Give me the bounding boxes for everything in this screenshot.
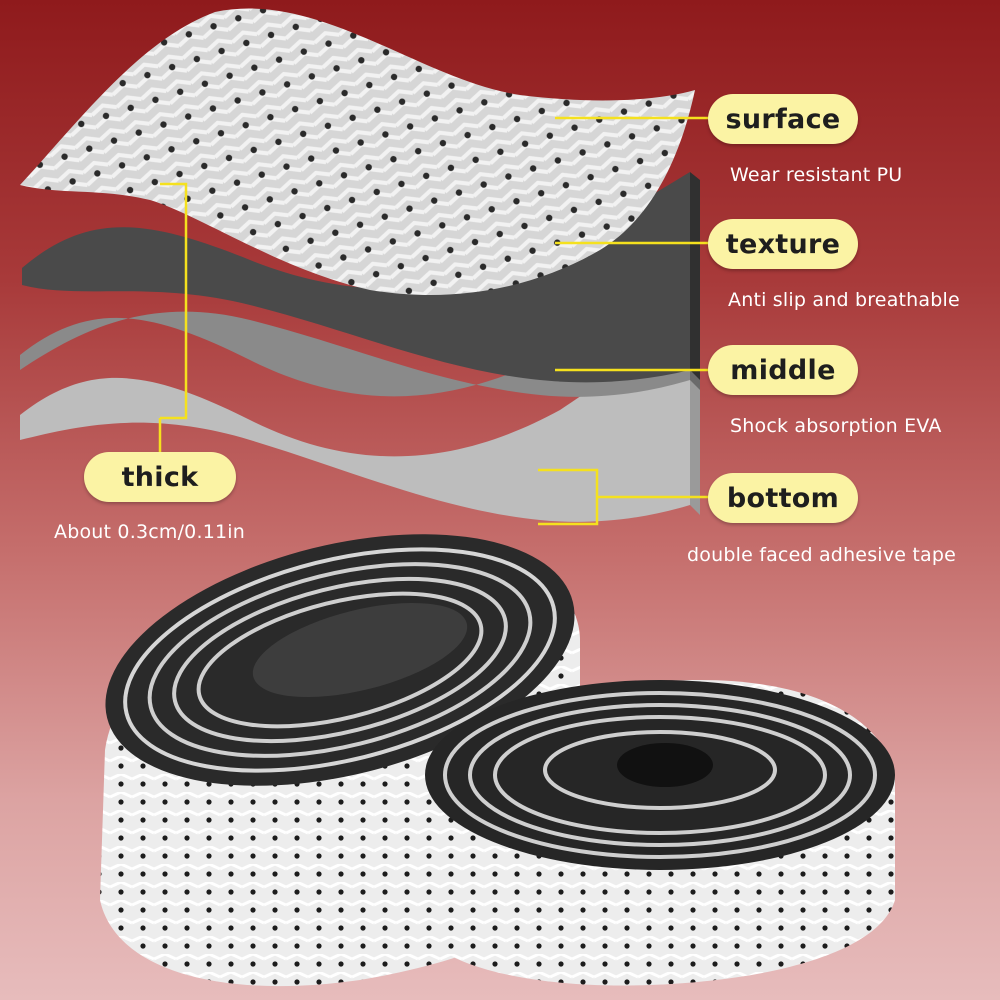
- label-surface: surface: [708, 94, 858, 144]
- desc-texture: Anti slip and breathable: [728, 289, 960, 311]
- label-bottom: bottom: [708, 473, 858, 523]
- tape-roll-right: [425, 680, 895, 986]
- desc-middle: Shock absorption EVA: [730, 415, 942, 437]
- desc-surface: Wear resistant PU: [730, 164, 903, 186]
- bracket-thick: [160, 182, 188, 420]
- layer-surface-shape: [20, 8, 695, 296]
- label-middle: middle: [708, 345, 858, 395]
- label-texture: texture: [708, 219, 858, 269]
- layer-texture-shape: [22, 172, 700, 383]
- desc-thick: About 0.3cm/0.11in: [54, 521, 246, 543]
- leader-lines: [158, 116, 710, 526]
- desc-bottom: double faced adhesive tape: [687, 544, 956, 566]
- label-thick: thick: [84, 452, 236, 502]
